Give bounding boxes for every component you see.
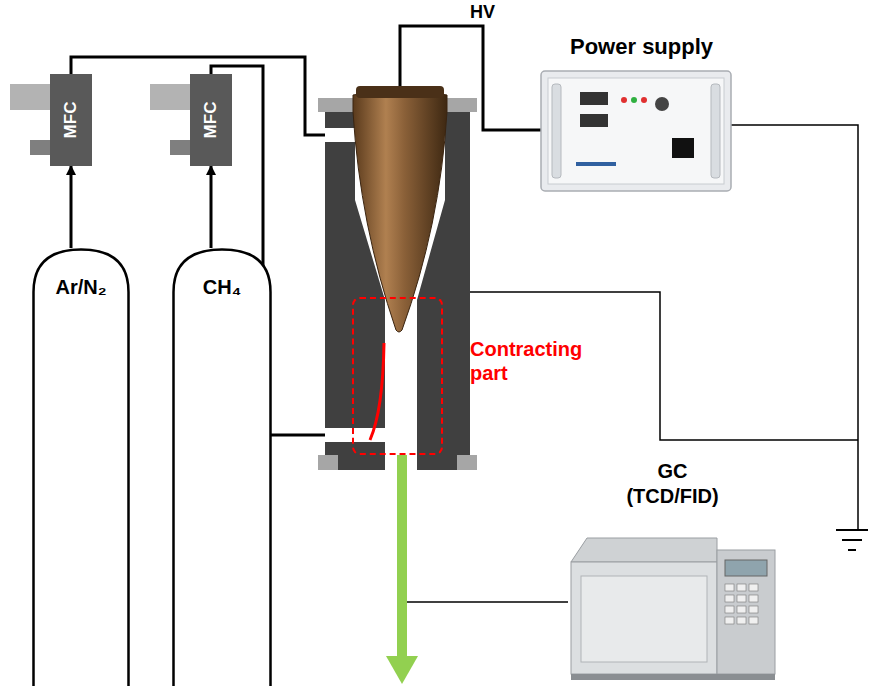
mfc-label: MFC: [201, 102, 221, 139]
cylinder-outline: [32, 248, 130, 686]
mfc-label: MFC: [61, 102, 81, 139]
inlet-port: [325, 128, 356, 142]
gas-cylinder: Ar/N₂: [32, 248, 130, 686]
inlet-port: [325, 428, 386, 442]
mfc-box: MFC: [50, 74, 92, 166]
gc-unit: [567, 532, 779, 682]
gas-feed-arrow: [210, 166, 213, 248]
ground-symbol: [836, 530, 868, 550]
mfc-fitting: [10, 84, 55, 110]
gas-chromatograph: GC(TCD/FID): [565, 458, 780, 684]
mfc-fitting: [30, 140, 52, 155]
device-label: (TCD/FID): [565, 485, 780, 508]
power-supply-unit: [540, 70, 732, 192]
power-supply: Power supply: [540, 34, 802, 194]
cylinder-label: CH₄: [172, 276, 272, 299]
device-label: GC: [565, 460, 780, 483]
cylinder-label: Ar/N₂: [32, 276, 130, 299]
cylinder-outline: [172, 248, 272, 686]
mfc-fitting: [150, 84, 195, 110]
reactor-base: [457, 455, 477, 470]
gas-feed-arrow: [70, 166, 73, 248]
gas-cylinder: CH₄: [172, 248, 272, 686]
region-label: Contracting part: [470, 337, 605, 385]
flow-curve: [370, 343, 384, 440]
device-label: Power supply: [540, 34, 802, 60]
sample-line: [407, 601, 568, 603]
mfc-fitting: [170, 140, 192, 155]
contracting-region: Contracting part: [352, 297, 443, 455]
mfc-box: MFC: [190, 74, 232, 166]
electrode-cap: [356, 86, 444, 98]
exhaust-arrow: [397, 455, 407, 660]
reactor-base: [318, 455, 338, 470]
exhaust-arrow: [386, 656, 418, 684]
hv-wire: [400, 26, 543, 130]
electrode: [353, 91, 447, 333]
wire-label: HV: [470, 2, 495, 23]
ground-wire: [470, 292, 858, 440]
ground-wire: [730, 125, 858, 530]
